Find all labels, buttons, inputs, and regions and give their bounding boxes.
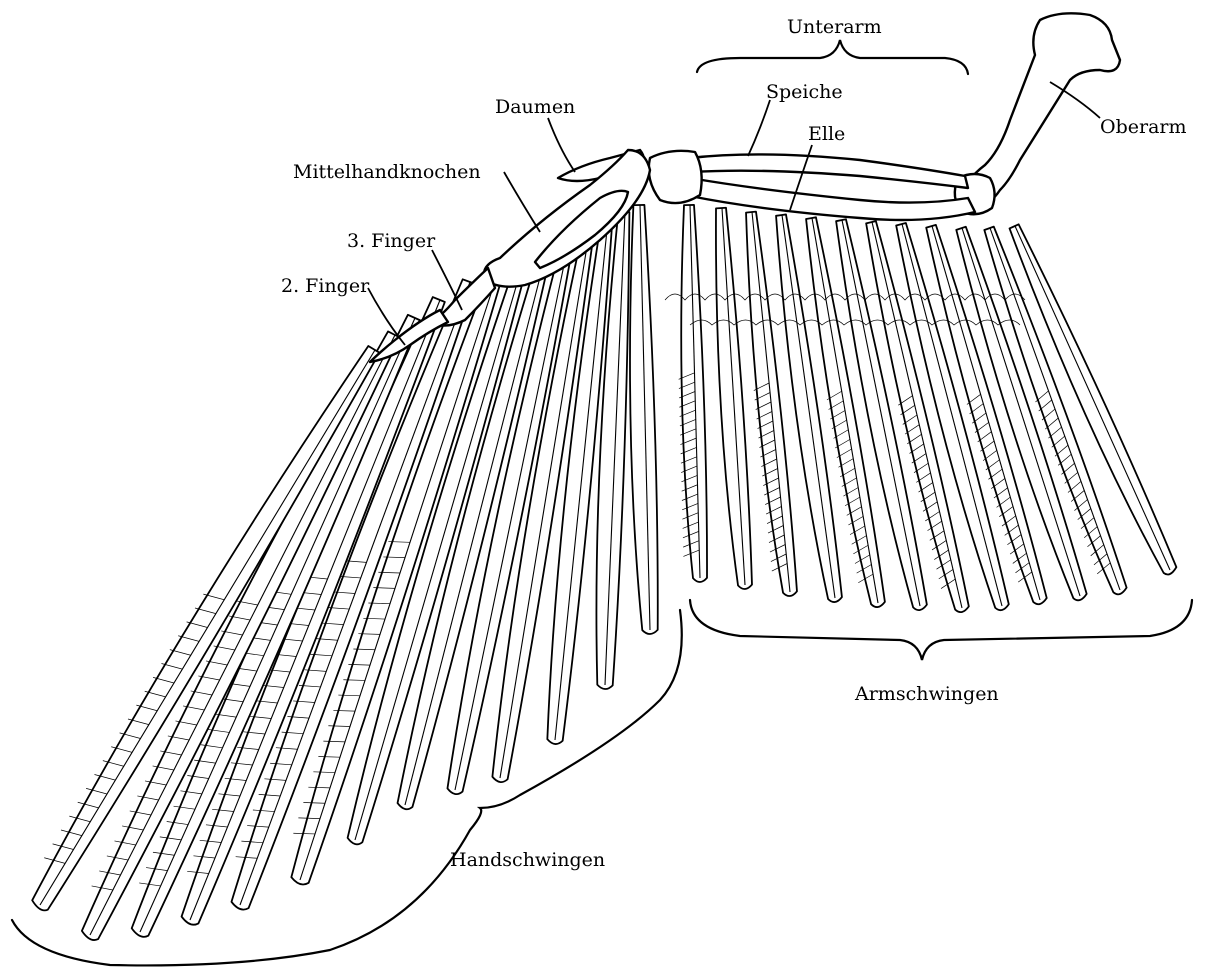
feather [630, 205, 658, 634]
label-finger-2: 2. Finger [281, 275, 370, 297]
unterarm-brace [697, 40, 968, 74]
label-daumen: Daumen [495, 96, 575, 118]
radius-bone [690, 154, 968, 188]
primary-feathers [32, 205, 658, 940]
label-armschwingen: Armschwingen [854, 683, 999, 705]
label-elle: Elle [808, 123, 845, 145]
label-unterarm: Unterarm [787, 16, 882, 38]
feather [681, 205, 707, 582]
secondary-feathers [679, 205, 1177, 612]
label-mittelhandknochen: Mittelhandknochen [293, 161, 481, 183]
label-handschwingen: Handschwingen [450, 849, 605, 871]
label-finger-3: 3. Finger [347, 230, 436, 252]
label-speiche: Speiche [766, 81, 843, 103]
armschwingen-brace [690, 600, 1192, 660]
label-oberarm: Oberarm [1100, 116, 1187, 138]
